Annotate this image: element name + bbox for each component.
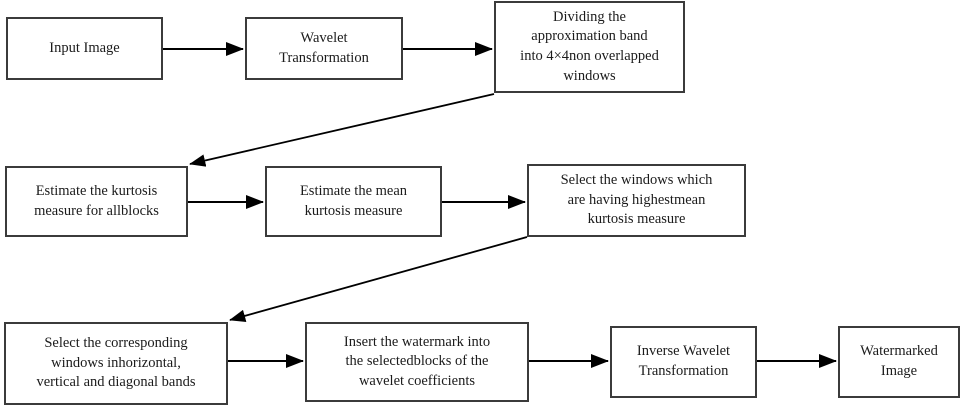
flowchart-node-label: Estimate the mean kurtosis measure [299, 182, 408, 219]
flowchart-node-inverse-wavelet-transformation: Inverse Wavelet Transformation [610, 326, 757, 398]
flowchart-node-estimate-mean-kurtosis: Estimate the mean kurtosis measure [265, 166, 442, 237]
flowchart-node-label: Estimate the kurtosis measure for allblo… [34, 182, 159, 219]
flowchart-node-label: Watermarked Image [860, 343, 938, 379]
flowchart-node-insert-watermark: Insert the watermark into the selectedbl… [305, 322, 529, 402]
flowchart-node-label: Dividing the approximation band into 4×4… [520, 8, 659, 84]
flowchart-node-watermarked-image: Watermarked Image [838, 326, 960, 398]
flowchart-node-select-corresponding-windows: Select the corresponding windows inhoriz… [4, 322, 228, 405]
flowchart-edge-edge-dividing-to-kurtosis [189, 93, 495, 167]
flowchart-node-dividing-approximation-band: Dividing the approximation band into 4×4… [494, 1, 685, 93]
flowchart-node-label: Input Image [49, 39, 120, 56]
flowchart-node-estimate-kurtosis-allblocks: Estimate the kurtosis measure for allblo… [5, 166, 188, 237]
flowchart-node-label: Wavelet Transformation [279, 29, 369, 66]
flowchart-node-select-highest-mean-kurtosis-windows: Select the windows which are having high… [527, 164, 746, 237]
flowchart-node-input-image: Input Image [6, 17, 163, 80]
flowchart-node-label: Select the windows which are having high… [560, 172, 713, 228]
flowchart-node-wavelet-transformation: Wavelet Transformation [245, 17, 403, 80]
flowchart-node-label: Inverse Wavelet Transformation [636, 343, 731, 379]
flowchart-node-label: Insert the watermark into the selectedbl… [343, 333, 491, 389]
flowchart-node-label: Select the corresponding windows inhoriz… [36, 335, 196, 391]
flowchart-edge-edge-select-windows-to-corresponding [229, 236, 528, 322]
